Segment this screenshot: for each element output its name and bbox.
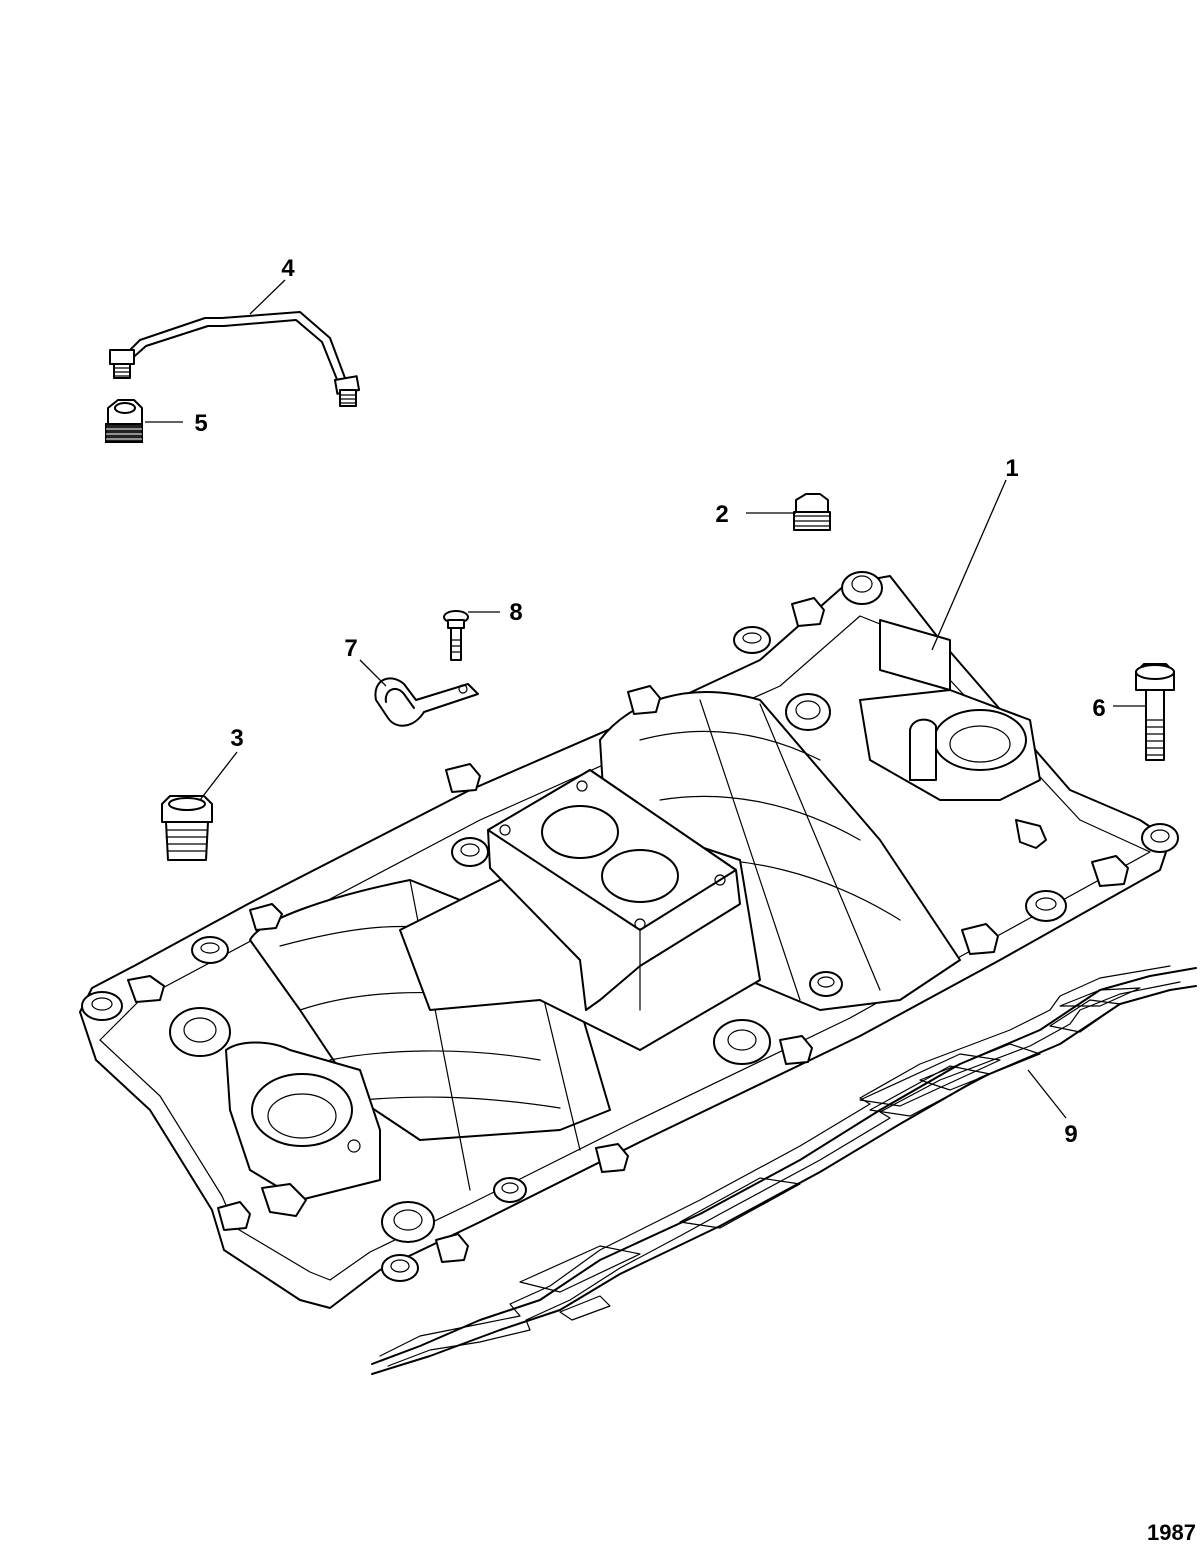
callout-7: 7: [344, 635, 357, 662]
part-4-fuel-line: [109, 311, 361, 407]
figure-number: 1987: [1147, 1520, 1196, 1545]
part-5-fitting: [105, 399, 143, 443]
part-8-bolt: [443, 610, 469, 661]
manifold-bolt-bosses: [81, 571, 1179, 1282]
callout-9: 9: [1064, 1121, 1077, 1148]
callout-5: 5: [194, 410, 207, 437]
part-9-intake-gasket: [371, 965, 1197, 1375]
callout-4: 4: [281, 255, 295, 282]
leader-lines: [145, 279, 1146, 1119]
callout-8: 8: [509, 599, 522, 626]
part-3-plug: [161, 795, 213, 861]
part-2-plug: [793, 493, 831, 531]
callout-2: 2: [715, 501, 728, 528]
callout-1: 1: [1005, 455, 1018, 482]
manifold-pads: [127, 597, 1129, 1263]
callout-3: 3: [230, 725, 243, 752]
part-7-clip: [374, 677, 479, 727]
part-6-bolt: [1135, 663, 1175, 761]
part-1-intake-manifold: [79, 571, 1179, 1309]
callout-6: 6: [1092, 695, 1105, 722]
